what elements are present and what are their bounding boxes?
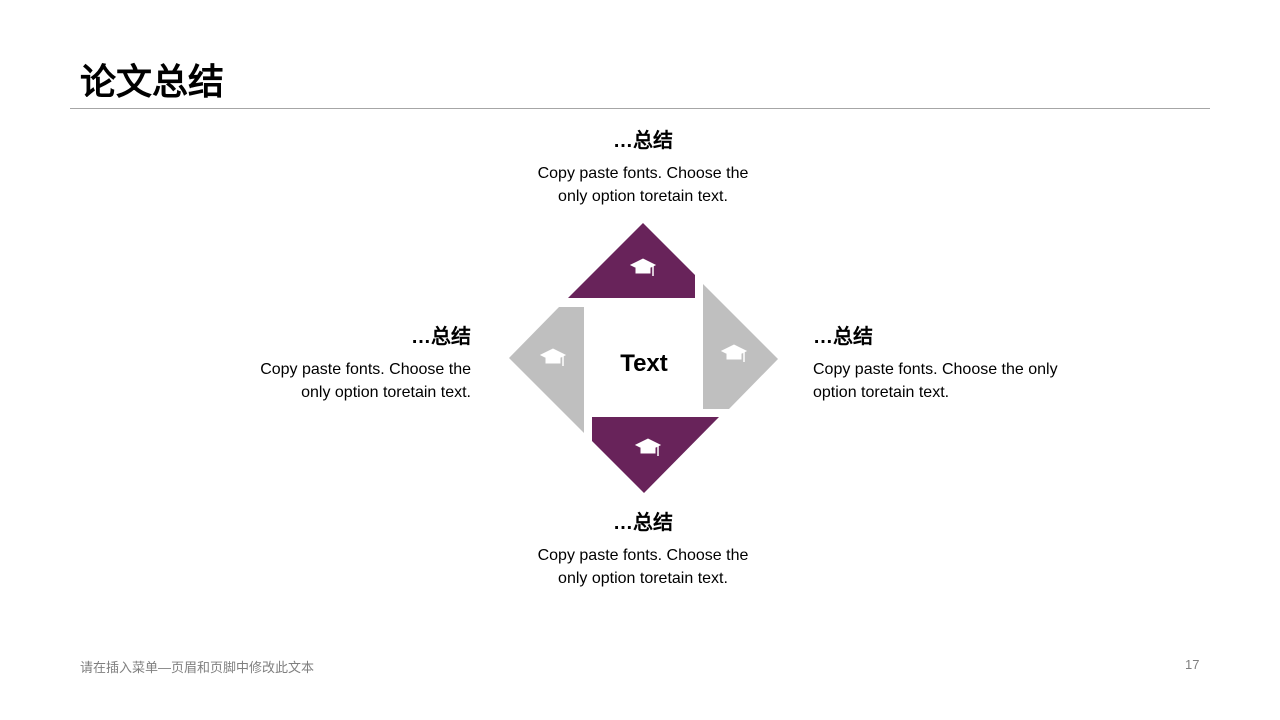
footer-text: 请在插入菜单—页眉和页脚中修改此文本	[80, 660, 315, 675]
graduation-cap-icon	[539, 348, 567, 366]
left-segment	[509, 307, 584, 433]
center-label: Text	[620, 350, 668, 377]
summary-heading: …总结	[613, 130, 673, 152]
summary-heading: …总结	[813, 326, 873, 348]
bottom-segment	[592, 417, 719, 493]
graduation-cap-icon	[629, 258, 657, 276]
summary-left: …总结 Copy paste fonts. Choose the only op…	[250, 324, 471, 404]
summary-text: Copy paste fonts. Choose the only option…	[537, 547, 749, 587]
right-segment	[703, 284, 778, 409]
summary-right: …总结 Copy paste fonts. Choose the only op…	[813, 324, 1073, 404]
top-segment	[568, 223, 695, 298]
graduation-cap-icon	[634, 438, 662, 456]
summary-heading: …总结	[411, 326, 471, 348]
graduation-cap-icon	[720, 344, 748, 362]
summary-text: Copy paste fonts. Choose the only option…	[813, 361, 1058, 401]
slide-title: 论文总结	[80, 61, 225, 102]
summary-text: Copy paste fonts. Choose the only option…	[260, 361, 471, 401]
summary-heading: …总结	[613, 512, 673, 534]
title-divider	[70, 108, 1210, 109]
summary-top: …总结 Copy paste fonts. Choose the only op…	[513, 128, 773, 208]
page-number: 17	[1185, 657, 1200, 672]
summary-bottom: …总结 Copy paste fonts. Choose the only op…	[513, 510, 773, 590]
summary-text: Copy paste fonts. Choose the only option…	[537, 165, 749, 205]
